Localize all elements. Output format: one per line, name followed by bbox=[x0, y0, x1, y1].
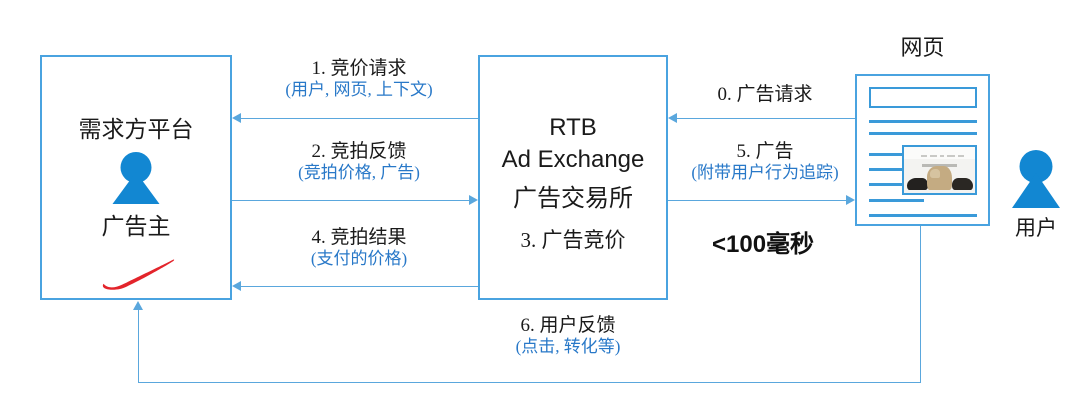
ad-topbar bbox=[904, 147, 975, 159]
flow-6-sub: (点击, 转化等) bbox=[515, 337, 621, 357]
shoe-advertisement bbox=[902, 145, 977, 195]
dsp-role-label: 广告主 bbox=[101, 214, 171, 239]
flow-4-main: 4. 竞拍结果 bbox=[311, 227, 407, 248]
flow-0-line bbox=[676, 118, 855, 119]
flow-5-label: 5. 广告 (附带用户行为追踪) bbox=[691, 141, 838, 183]
ad-nav-tick bbox=[957, 155, 964, 158]
flow-4-sub: (支付的价格) bbox=[310, 249, 408, 269]
webpage-text-line bbox=[869, 120, 977, 123]
flow-1-line bbox=[240, 118, 478, 119]
flow-5-line bbox=[668, 200, 847, 201]
flow-2-sub: (竞拍价格, 广告) bbox=[298, 163, 420, 183]
flow-1-label: 1. 竞价请求 (用户, 网页, 上下文) bbox=[285, 58, 432, 100]
webpage-text-line bbox=[869, 214, 977, 217]
person-body bbox=[112, 172, 160, 204]
flow-4-label: 4. 竞拍结果 (支付的价格) bbox=[311, 227, 407, 269]
flow-6-vline-right bbox=[920, 226, 921, 383]
ad-exchange-box bbox=[478, 55, 668, 300]
ad-nav-tick bbox=[929, 155, 937, 158]
exchange-line-1: RTB bbox=[549, 114, 597, 141]
flow-1-main: 1. 竞价请求 bbox=[311, 58, 407, 79]
exchange-line-3: 广告交易所 bbox=[513, 186, 633, 212]
webpage-text-line bbox=[869, 168, 906, 171]
ad-nav-tick bbox=[939, 155, 945, 158]
flow-1-arrowhead bbox=[232, 113, 241, 123]
shoe-right bbox=[952, 177, 973, 191]
flow-6-hline-bottom bbox=[138, 382, 921, 383]
flow-4-line bbox=[240, 286, 478, 287]
user-body bbox=[1012, 173, 1060, 208]
flow-1-sub: (用户, 网页, 上下文) bbox=[285, 80, 433, 100]
flow-6-vline-left bbox=[138, 310, 139, 383]
flow-5-sub: (附带用户行为追踪) bbox=[691, 163, 839, 183]
webpage-header-block bbox=[869, 87, 977, 108]
ad-nav-tick bbox=[947, 155, 956, 158]
flow-4-arrowhead bbox=[232, 281, 241, 291]
flow-6-main: 6. 用户反馈 bbox=[520, 315, 616, 336]
shoe-center bbox=[927, 166, 952, 191]
exchange-line-4: 3. 广告竞价 bbox=[520, 228, 626, 252]
webpage-text-line bbox=[869, 199, 924, 202]
flow-0-main: 0. 广告请求 bbox=[717, 84, 813, 105]
user-label: 用户 bbox=[1015, 216, 1057, 240]
person-icon bbox=[112, 152, 160, 204]
flow-2-main: 2. 竞拍反馈 bbox=[311, 141, 407, 162]
flow-6-label: 6. 用户反馈 (点击, 转化等) bbox=[516, 315, 621, 357]
webpage-text-line bbox=[869, 132, 977, 135]
nike-swoosh-icon bbox=[98, 258, 176, 290]
dsp-box-title: 需求方平台 bbox=[78, 117, 194, 142]
latency-note: <100毫秒 bbox=[712, 231, 815, 258]
exchange-line-2: Ad Exchange bbox=[501, 146, 645, 173]
flow-0-arrowhead bbox=[668, 113, 677, 123]
user-person-icon bbox=[1012, 150, 1060, 208]
flow-2-arrowhead bbox=[469, 195, 478, 205]
webpage-text-line bbox=[869, 183, 906, 186]
shoe-left bbox=[906, 178, 929, 191]
ad-nav-tick bbox=[921, 155, 927, 158]
webpage-caption: 网页 bbox=[900, 35, 945, 60]
flow-5-main: 5. 广告 bbox=[736, 141, 794, 162]
flow-2-label: 2. 竞拍反馈 (竞拍价格, 广告) bbox=[298, 141, 420, 183]
ad-headline-bar bbox=[922, 164, 957, 168]
flow-5-arrowhead bbox=[846, 195, 855, 205]
webpage-text-line bbox=[869, 153, 906, 156]
flow-2-line bbox=[232, 200, 470, 201]
flow-6-arrowhead bbox=[133, 301, 143, 310]
flow-0-label: 0. 广告请求 bbox=[717, 84, 812, 106]
